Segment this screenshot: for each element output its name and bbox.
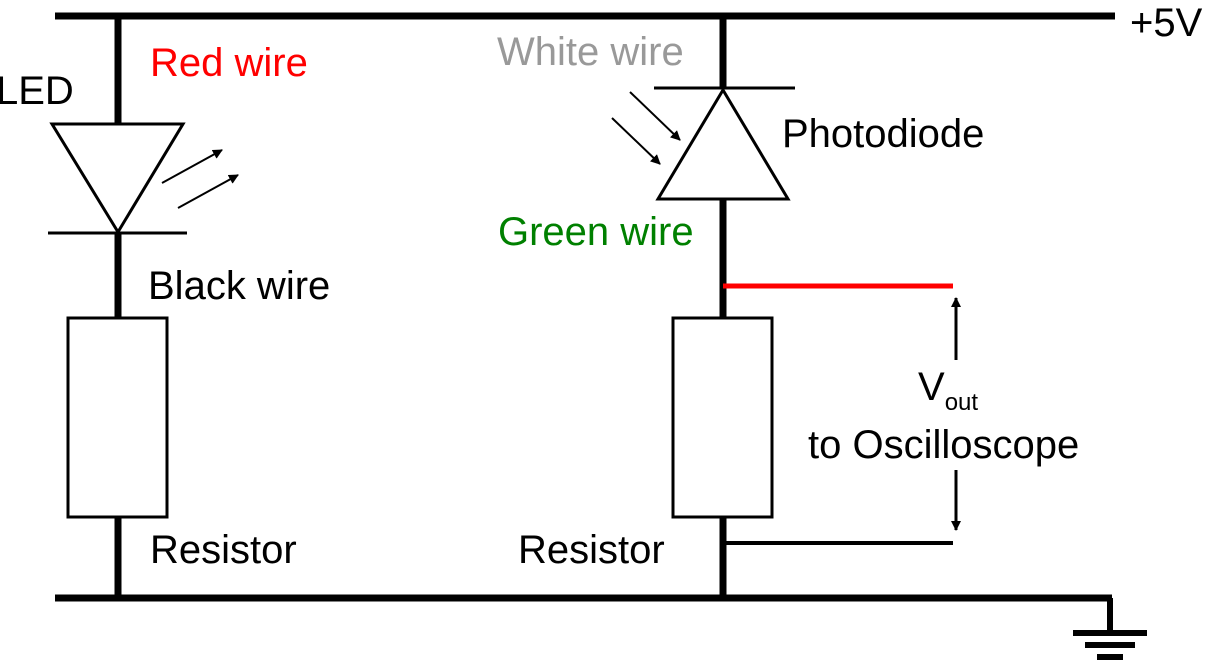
resistor-symbol-right	[671, 316, 774, 519]
resistor-right-label: Resistor	[518, 528, 665, 572]
arrow-icon	[611, 91, 681, 165]
green-wire-label: Green wire	[498, 210, 694, 254]
resistor-symbol-left	[66, 316, 169, 519]
vout-label: Vout	[918, 365, 978, 416]
photodiode-label: Photodiode	[782, 112, 984, 156]
supply-label: +5V	[1130, 1, 1203, 45]
oscilloscope-label: to Oscilloscope	[808, 423, 1079, 467]
led-symbol	[48, 122, 187, 235]
red-wire-label: Red wire	[150, 41, 308, 85]
ground-symbol	[1073, 598, 1147, 660]
arrow-icon	[161, 149, 239, 209]
photodiode-symbol	[654, 86, 795, 201]
resistor-left-label: Resistor	[150, 528, 297, 572]
black-wire-label: Black wire	[148, 264, 330, 308]
led-label: LED	[0, 69, 74, 113]
white-wire-label: White wire	[497, 30, 684, 74]
